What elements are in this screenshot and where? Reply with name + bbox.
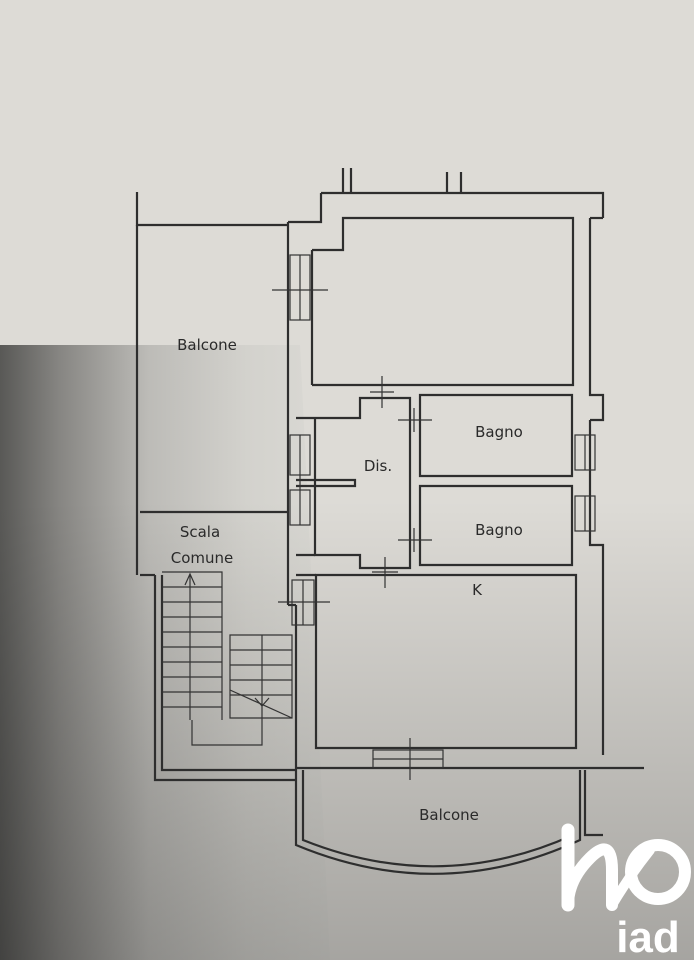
label-disimpegno: Dis. [364,457,392,475]
label-balcone-top: Balcone [177,336,237,354]
shadow-bottom [0,500,694,960]
label-bagno-1: Bagno [475,423,523,441]
label-bagno-2: Bagno [475,521,523,539]
label-scala-line2: Comune [171,549,234,567]
openings [272,254,596,780]
walls [135,168,644,875]
label-scala-line1: Scala [180,523,220,541]
label-cucina: K [472,581,483,599]
iad-logo-mark [561,823,691,912]
stairs [162,571,293,746]
iad-logo-text: iad [616,913,680,960]
label-balcone-bottom: Balcone [419,806,479,824]
